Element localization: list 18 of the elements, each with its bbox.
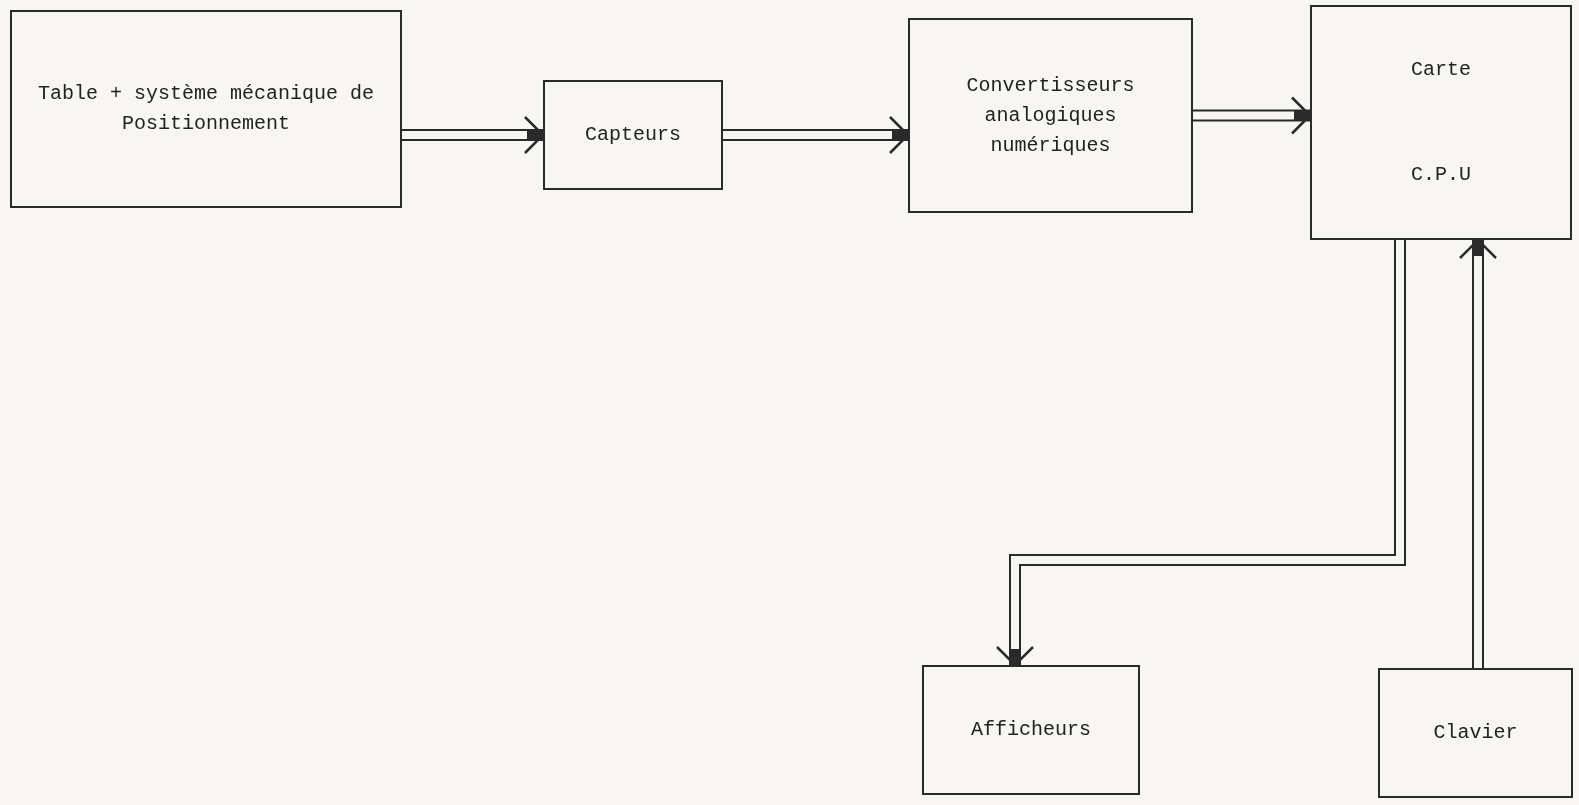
process-box	[922, 665, 1140, 795]
process-box	[1310, 5, 1572, 240]
double-arrow	[402, 115, 545, 155]
process-box	[543, 80, 723, 190]
box-label: Capteurs	[585, 122, 681, 148]
process-box	[1378, 668, 1573, 798]
process-box	[10, 10, 402, 208]
double-arrow	[1193, 96, 1312, 135]
double-arrow	[995, 240, 1406, 667]
box-label: Carte	[1411, 56, 1471, 83]
box-label: C.P.U	[1411, 162, 1471, 189]
double-arrow	[1458, 238, 1498, 668]
box-label: Afficheurs	[971, 717, 1091, 743]
box-label: Table + système mécanique de Positionnement	[36, 81, 376, 137]
box-label: Clavier	[1433, 720, 1518, 746]
box-label: Convertisseurs analogiques numériques	[965, 72, 1136, 159]
process-box	[908, 18, 1193, 213]
double-arrow	[723, 115, 910, 155]
